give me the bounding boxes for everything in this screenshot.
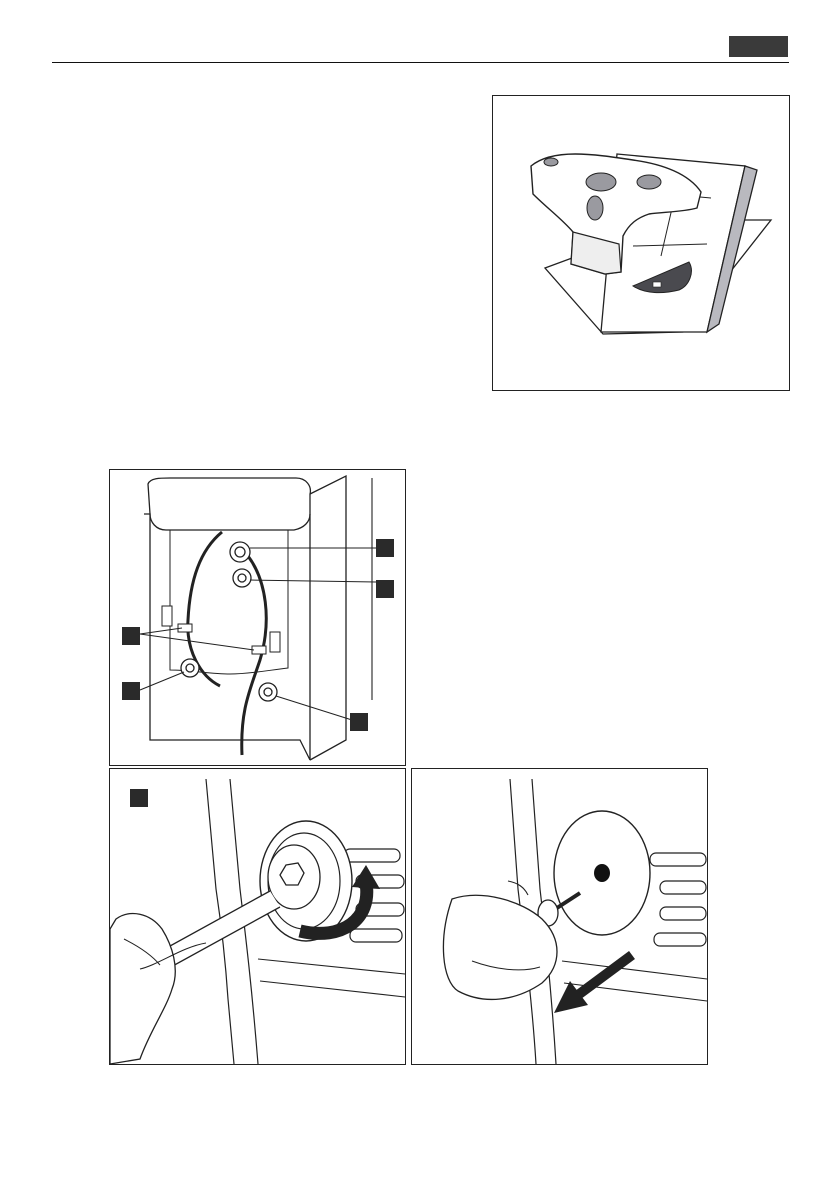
wrench-loosen-bolt-icon (110, 769, 405, 1064)
callout-3 (122, 627, 140, 645)
remove-bolt-icon (412, 769, 707, 1064)
figure-rear-panel (109, 469, 406, 766)
callout-4 (122, 682, 140, 700)
figure-tool-panel (492, 95, 790, 391)
callout-5 (350, 713, 368, 731)
callout-1 (376, 539, 394, 557)
figure-wrench-panel (109, 768, 406, 1065)
callout-2 (376, 580, 394, 598)
header-rule (52, 62, 789, 63)
language-tab (729, 36, 788, 57)
figure-remove-panel (411, 768, 708, 1065)
callout-1 (130, 789, 148, 807)
spanner-tool-icon (493, 96, 789, 390)
